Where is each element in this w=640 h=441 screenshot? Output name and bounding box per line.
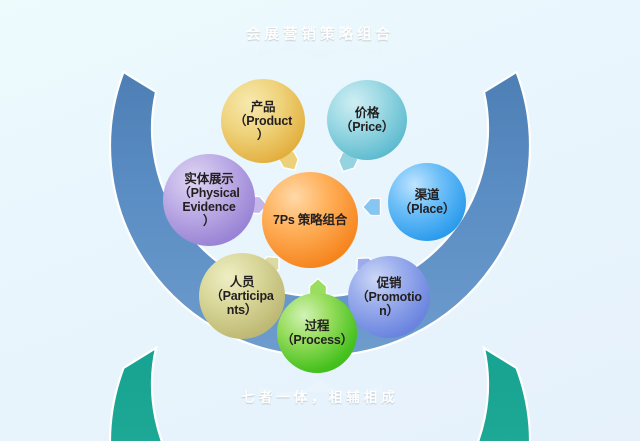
center-node-label: 7Ps 策略组合	[272, 213, 348, 227]
diagram-title: 会展营销策略组合	[246, 27, 394, 43]
node-price-label: 价格 （Price）	[339, 106, 395, 134]
node-process[interactable]: 过程 （Process）	[277, 293, 357, 373]
node-promotion-label: 促销 （Promotio n）	[356, 276, 422, 318]
node-promotion[interactable]: 促销 （Promotio n）	[348, 256, 430, 338]
top-arc-notch	[258, 42, 382, 61]
center-node[interactable]: 7Ps 策略组合	[262, 172, 358, 268]
node-physical-evidence[interactable]: 实体展示 （Physical Evidence ）	[163, 154, 255, 246]
node-process-label: 过程 （Process）	[281, 319, 353, 347]
node-place-label: 渠道 （Place）	[398, 188, 456, 216]
node-product[interactable]: 产品 （Product ）	[221, 79, 305, 163]
node-place[interactable]: 渠道 （Place）	[388, 163, 466, 241]
arrow-place	[361, 197, 382, 217]
node-participants[interactable]: 人员 （Participa nts）	[199, 253, 285, 339]
diagram-footer: 七者一体，相辅相成	[241, 390, 399, 405]
node-price[interactable]: 价格 （Price）	[327, 80, 407, 160]
node-participants-label: 人员 （Participa nts）	[210, 275, 274, 317]
bottom-arc	[108, 345, 532, 441]
bottom-arc-notch	[258, 381, 382, 400]
node-product-label: 产品 （Product ）	[233, 100, 293, 142]
node-physical-evidence-label: 实体展示 （Physical Evidence ）	[178, 172, 240, 228]
